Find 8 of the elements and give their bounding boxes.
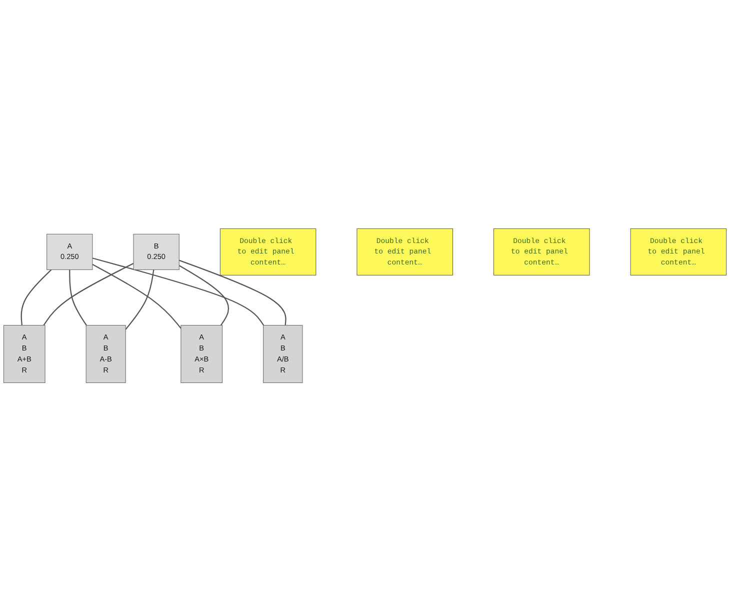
connector (20, 269, 52, 326)
connector (92, 264, 182, 328)
connector (178, 264, 230, 326)
connector (69, 269, 87, 326)
connector (43, 262, 134, 326)
connector (125, 269, 154, 330)
connector (178, 260, 286, 326)
connector (92, 257, 264, 326)
